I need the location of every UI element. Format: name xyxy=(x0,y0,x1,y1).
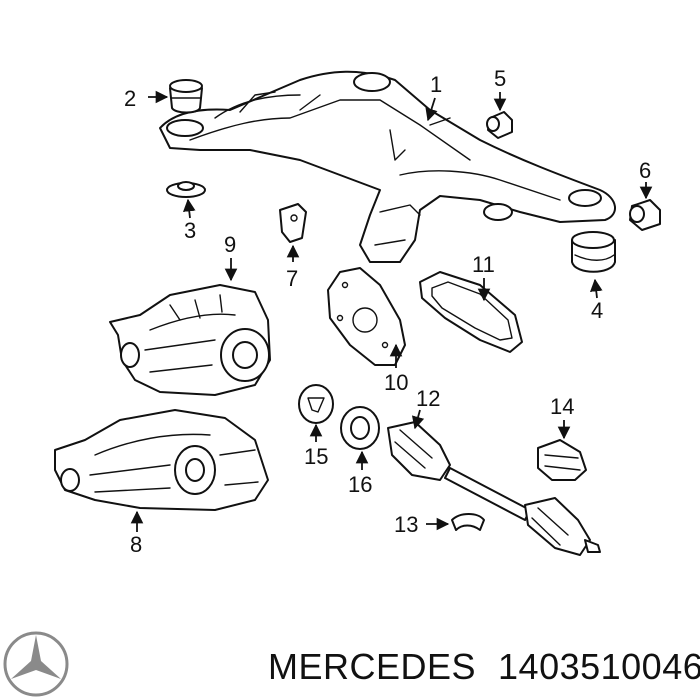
mount-part-2 xyxy=(169,79,203,114)
part-number: 1403510046 xyxy=(498,646,700,687)
bracket-part-7 xyxy=(279,203,307,243)
leader-lines xyxy=(130,90,653,532)
differential-part-9 xyxy=(109,284,271,396)
callout-4: 4 xyxy=(591,298,603,323)
callout-8: 8 xyxy=(130,532,142,557)
callout-1: 1 xyxy=(430,72,442,97)
washer-part-3 xyxy=(166,181,206,198)
differential-part-8 xyxy=(54,409,269,511)
callout-10: 10 xyxy=(384,370,408,395)
callout-2: 2 xyxy=(124,86,136,111)
gasket-part-11 xyxy=(419,271,523,353)
callout-3: 3 xyxy=(184,218,196,243)
callout-15: 15 xyxy=(304,444,328,469)
bushing-part-5 xyxy=(486,111,513,139)
boot-part-14 xyxy=(537,439,587,481)
cover-part-10 xyxy=(327,267,406,366)
callout-7: 7 xyxy=(286,266,298,291)
mercedes-star-icon xyxy=(3,631,69,697)
joint-part-16 xyxy=(340,406,380,450)
callout-13: 13 xyxy=(394,512,418,537)
bushing-part-6 xyxy=(629,199,661,231)
callout-6: 6 xyxy=(639,158,651,183)
brand-name: MERCEDES xyxy=(268,646,477,687)
callout-9: 9 xyxy=(224,232,236,257)
axle-shaft-part-12 xyxy=(387,421,601,556)
callout-14: 14 xyxy=(550,394,574,419)
callout-12: 12 xyxy=(416,386,440,411)
mount-part-4 xyxy=(571,231,616,273)
callout-5: 5 xyxy=(494,66,506,91)
clip-part-13 xyxy=(451,513,485,531)
part-caption: MERCEDES 1403510046 xyxy=(268,646,700,688)
callout-labels: 1 2 3 4 5 6 7 8 9 10 11 12 13 14 15 16 xyxy=(124,66,651,557)
callout-11: 11 xyxy=(472,252,495,277)
subframe-part-1 xyxy=(159,70,616,263)
callout-16: 16 xyxy=(348,472,372,497)
flange-part-15 xyxy=(298,384,334,424)
